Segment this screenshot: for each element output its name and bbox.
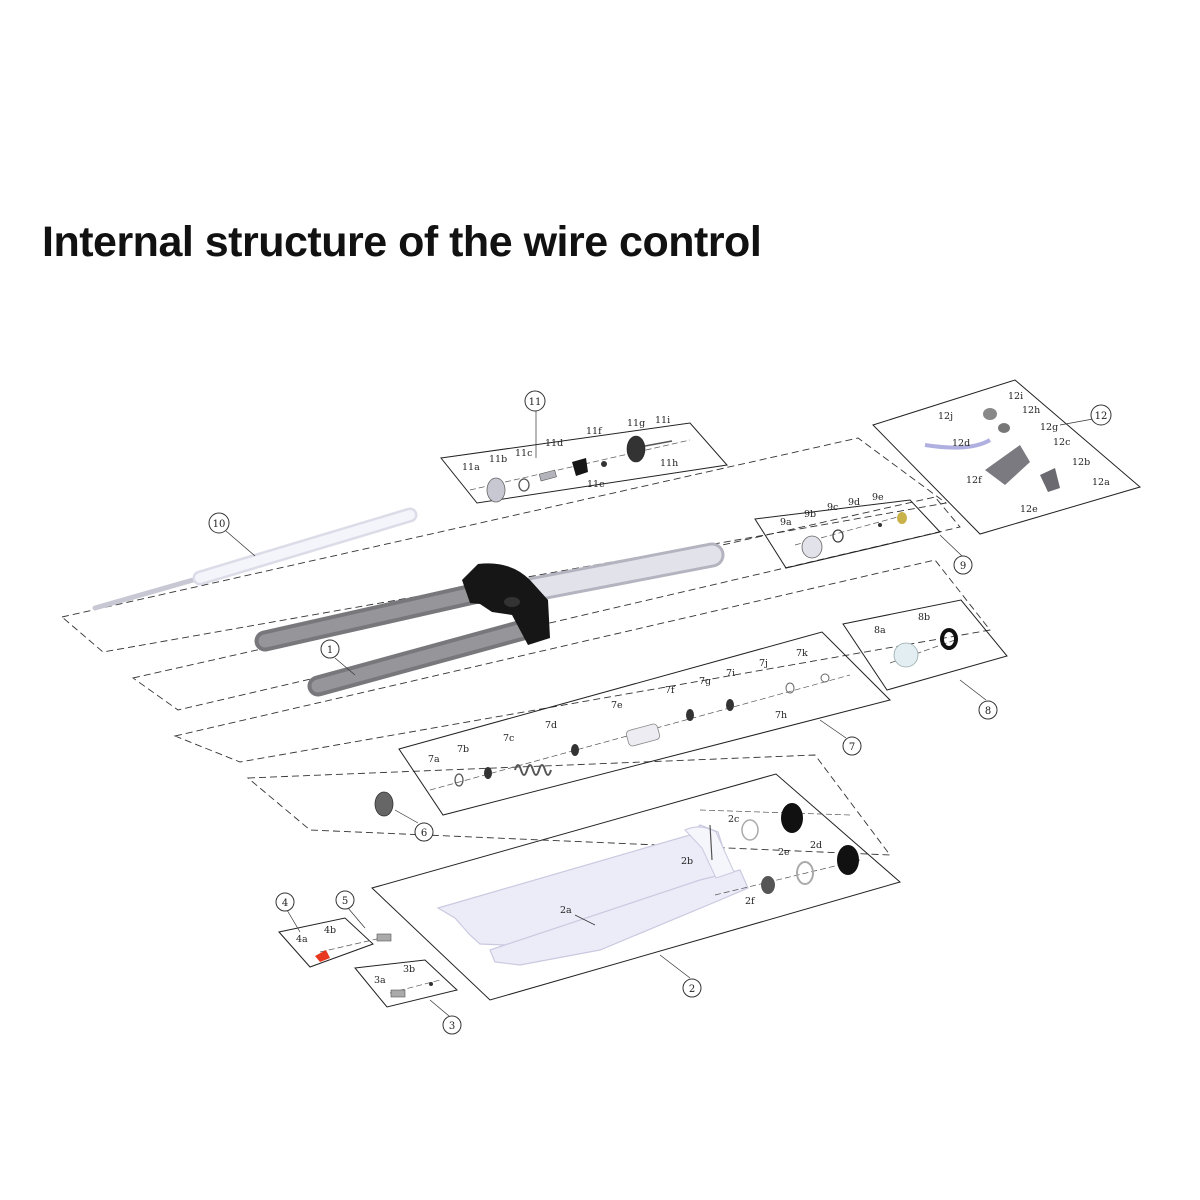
label-7b: 7b bbox=[457, 744, 469, 755]
box-group-3 bbox=[354, 959, 459, 1008]
callout-1: 1 bbox=[320, 639, 340, 659]
label-11e: 11e bbox=[587, 479, 605, 490]
label-11b: 11b bbox=[489, 454, 507, 465]
label-9a: 9a bbox=[780, 517, 792, 528]
label-12a: 12a bbox=[1092, 477, 1110, 488]
label-4a: 4a bbox=[296, 934, 308, 945]
label-12e: 12e bbox=[1020, 504, 1038, 515]
label-3a: 3a bbox=[374, 975, 386, 986]
label-11f: 11f bbox=[586, 426, 603, 437]
brass-part bbox=[897, 512, 907, 524]
callout-3: 3 bbox=[442, 1015, 462, 1035]
label-7c: 7c bbox=[503, 733, 514, 744]
label-8a: 8a bbox=[874, 625, 886, 636]
svg-text:12: 12 bbox=[1095, 411, 1108, 422]
svg-text:8: 8 bbox=[985, 706, 991, 717]
label-11g: 11g bbox=[627, 418, 645, 429]
svg-text:3: 3 bbox=[449, 1021, 455, 1032]
lockout-knob bbox=[315, 950, 330, 962]
callout-7: 7 bbox=[842, 736, 862, 756]
part-labels: 11a 11b 11c 11d 11f 11g 11i 11h 11e 12j … bbox=[296, 391, 1110, 986]
label-7g: 7g bbox=[699, 676, 711, 687]
label-7d: 7d bbox=[545, 720, 557, 731]
label-7h: 7h bbox=[775, 710, 787, 721]
label-12i: 12i bbox=[1008, 391, 1023, 402]
callout-5: 5 bbox=[335, 890, 355, 910]
leader-lines bbox=[225, 409, 1094, 1017]
svg-text:7: 7 bbox=[849, 742, 855, 753]
box-group-8 bbox=[842, 599, 1008, 691]
label-3b: 3b bbox=[403, 964, 415, 975]
callout-8: 8 bbox=[978, 700, 998, 720]
label-7a: 7a bbox=[428, 754, 440, 765]
svg-text:1: 1 bbox=[327, 645, 333, 656]
svg-text:6: 6 bbox=[421, 828, 427, 839]
label-11c: 11c bbox=[515, 448, 532, 459]
callout-10: 10 bbox=[208, 512, 230, 534]
callout-11: 11 bbox=[524, 390, 546, 412]
callout-9: 9 bbox=[953, 555, 973, 575]
label-9e: 9e bbox=[872, 492, 884, 503]
part-10-air-shaft bbox=[92, 507, 418, 611]
svg-text:2: 2 bbox=[689, 984, 695, 995]
label-12h: 12h bbox=[1022, 405, 1040, 416]
callout-4: 4 bbox=[275, 892, 295, 912]
label-2e: 2e bbox=[778, 847, 790, 858]
assembly-guide-lines bbox=[61, 437, 991, 856]
box-group-11 bbox=[440, 422, 728, 504]
part-1-upper-assembly bbox=[254, 542, 725, 697]
label-12g: 12g bbox=[1040, 422, 1058, 433]
label-2f: 2f bbox=[745, 896, 756, 907]
label-7e: 7e bbox=[611, 700, 623, 711]
small-parts bbox=[315, 408, 1060, 998]
svg-text:10: 10 bbox=[213, 519, 226, 530]
label-4b: 4b bbox=[324, 925, 336, 936]
part-2-lower-legs bbox=[436, 824, 749, 966]
box-group-4 bbox=[278, 917, 374, 968]
label-12f: 12f bbox=[966, 475, 983, 486]
svg-text:11: 11 bbox=[529, 397, 542, 408]
label-7f: 7f bbox=[665, 685, 676, 696]
label-2c: 2c bbox=[728, 814, 739, 825]
label-2d: 2d bbox=[810, 840, 822, 851]
label-9d: 9d bbox=[848, 497, 860, 508]
label-11h: 11h bbox=[660, 458, 678, 469]
box-group-7 bbox=[398, 631, 891, 816]
label-8b: 8b bbox=[918, 612, 930, 623]
label-12j: 12j bbox=[938, 411, 953, 422]
svg-text:5: 5 bbox=[342, 896, 348, 907]
label-2b: 2b bbox=[681, 856, 693, 867]
label-12b: 12b bbox=[1072, 457, 1090, 468]
svg-text:9: 9 bbox=[960, 561, 966, 572]
label-7j: 7j bbox=[759, 658, 768, 669]
callout-12: 12 bbox=[1090, 404, 1112, 426]
callout-2: 2 bbox=[682, 978, 702, 998]
label-11i: 11i bbox=[655, 415, 670, 426]
label-12d: 12d bbox=[952, 438, 970, 449]
callout-6: 6 bbox=[414, 822, 434, 842]
label-11d: 11d bbox=[545, 438, 563, 449]
label-7i: 7i bbox=[726, 668, 735, 679]
page-title: Internal structure of the wire control bbox=[42, 218, 762, 266]
label-9c: 9c bbox=[827, 502, 838, 513]
svg-text:4: 4 bbox=[282, 898, 288, 909]
label-12c: 12c bbox=[1053, 437, 1070, 448]
label-9b: 9b bbox=[804, 509, 816, 520]
box-group-9 bbox=[754, 499, 941, 569]
box-group-2 bbox=[371, 773, 902, 1001]
label-2a: 2a bbox=[560, 905, 572, 916]
label-11a: 11a bbox=[462, 462, 480, 473]
label-7k: 7k bbox=[796, 648, 808, 659]
box-group-12 bbox=[872, 379, 1142, 535]
